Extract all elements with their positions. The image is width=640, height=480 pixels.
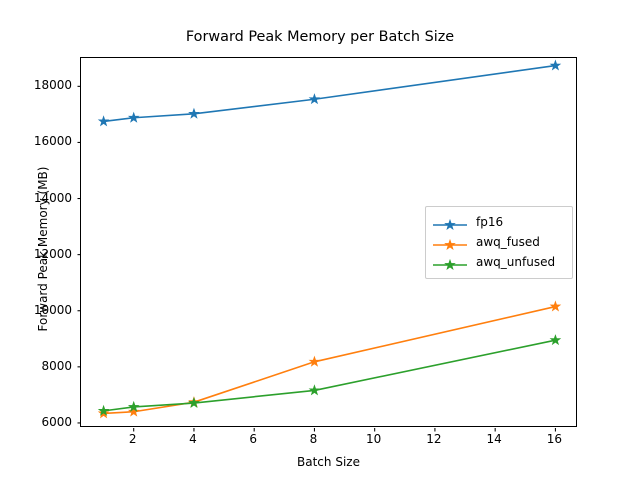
data-point-marker <box>127 405 140 417</box>
legend-item-awq_unfused[interactable]: awq_unfused <box>432 252 566 272</box>
chart-title: Forward Peak Memory per Batch Size <box>185 29 455 45</box>
legend-label: awq_unfused <box>476 255 556 269</box>
y-axis-tick-label: 14000 <box>33 190 72 205</box>
y-axis-tick-label: 12000 <box>33 246 72 261</box>
data-point-marker <box>97 115 110 127</box>
series-awq_fused <box>97 300 562 419</box>
data-point-marker <box>549 334 562 346</box>
data-point-marker <box>188 107 200 119</box>
x-axis-tick-label: 14 <box>486 432 502 446</box>
data-point-marker <box>308 355 321 367</box>
data-point-marker <box>308 93 321 105</box>
y-axis-tick-label: 16000 <box>33 134 72 149</box>
series-fp16 <box>97 59 562 127</box>
y-axis-tick-label: 10000 <box>33 302 72 317</box>
y-axis-tick-labels: 6000 8000 10000 12000 14000 16000 18000 <box>0 0 72 480</box>
chart-legend[interactable]: fp16 awq_fused awq_unfused <box>425 206 573 279</box>
data-point-marker <box>97 404 110 416</box>
y-axis-tick-label: 6000 <box>41 414 72 429</box>
legend-swatch-icon <box>432 216 468 230</box>
y-axis-tick-label: 18000 <box>33 78 72 93</box>
data-point-marker <box>549 59 562 71</box>
x-axis-tick-label: 16 <box>546 432 563 446</box>
data-point-marker <box>188 396 200 408</box>
x-axis-label: Batch Size <box>297 455 360 469</box>
series-line <box>103 305 556 415</box>
legend-label: awq_fused <box>476 235 540 249</box>
plot-lines <box>77 59 562 432</box>
data-point-marker <box>127 111 140 123</box>
data-point-marker <box>308 384 321 396</box>
series-line <box>103 64 556 123</box>
legend-swatch-icon <box>432 236 468 250</box>
data-point-marker <box>127 400 140 412</box>
x-axis-tick-label: 2 <box>128 432 137 446</box>
y-axis-label: Forward Peak Memory (MB) <box>36 166 50 332</box>
x-axis-tick-label: 8 <box>309 432 318 446</box>
plot-area <box>77 57 577 432</box>
x-axis-tick-label: 10 <box>366 432 382 446</box>
legend-item-awq_fused[interactable]: awq_fused <box>432 232 566 252</box>
legend-label: fp16 <box>476 215 504 229</box>
x-axis-tick-label: 12 <box>426 432 442 446</box>
legend-item-fp16[interactable]: fp16 <box>432 212 566 232</box>
series-line <box>103 339 556 412</box>
series-awq_unfused <box>97 334 562 416</box>
data-point-marker <box>549 300 562 312</box>
y-axis-tick-label: 8000 <box>41 358 72 373</box>
x-axis-tick-label: 6 <box>249 432 258 446</box>
x-axis-tick-label: 4 <box>189 432 197 446</box>
legend-swatch-icon <box>432 256 468 270</box>
